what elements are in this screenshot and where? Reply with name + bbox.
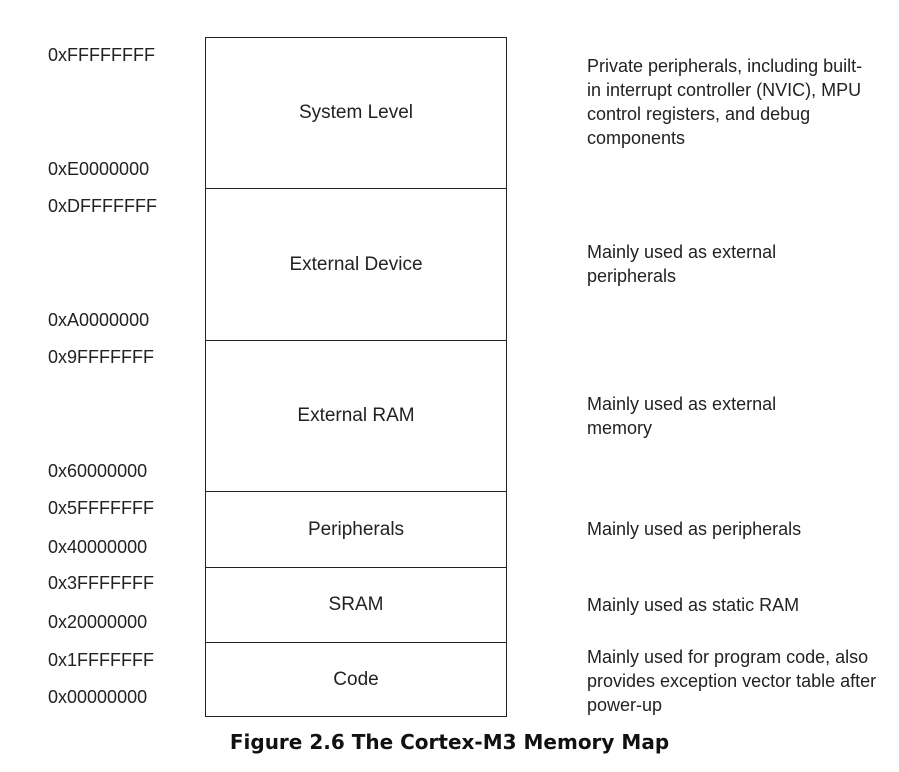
region-label: Code	[333, 668, 379, 690]
region-peripherals: Peripherals	[206, 492, 506, 568]
region-description: Mainly used as static RAM	[587, 595, 800, 615]
address-label: 0x1FFFFFFF	[48, 650, 154, 670]
region-label: System Level	[298, 102, 414, 123]
figure-caption: Figure 2.6 The Cortex-M3 Memory Map	[229, 730, 670, 754]
region-code: Code	[206, 643, 506, 716]
address-label: 0xDFFFFFFF	[48, 196, 157, 216]
region-label: Peripherals	[307, 518, 405, 540]
region-external-device: External Device	[206, 189, 506, 341]
region-label: SRAM	[328, 594, 384, 615]
address-label: 0x60000000	[48, 461, 148, 481]
address-label: 0x20000000	[48, 612, 148, 632]
address-label: 0xE0000000	[48, 159, 150, 179]
address-label: 0xA0000000	[48, 310, 150, 330]
region-description: Mainly used for program code, also provi…	[587, 647, 877, 715]
address-label: 0x00000000	[48, 687, 148, 707]
address-label: 0x3FFFFFFF	[48, 573, 154, 593]
region-description: Private peripherals, including built-in …	[587, 56, 863, 148]
region-external-ram: External RAM	[206, 341, 506, 492]
region-label: External RAM	[297, 405, 415, 426]
memory-map: System Level External Device External RA…	[205, 37, 507, 717]
address-label: 0x9FFFFFFF	[48, 347, 154, 367]
region-label: External Device	[289, 253, 423, 275]
region-description: Mainly used as peripherals	[587, 519, 802, 539]
region-description: Mainly used as external memory	[587, 394, 777, 438]
address-label: 0x40000000	[48, 537, 148, 557]
address-label: 0xFFFFFFFF	[48, 45, 155, 65]
region-description: Mainly used as external peripherals	[587, 242, 777, 286]
region-system-level: System Level	[206, 38, 506, 189]
address-label: 0x5FFFFFFF	[48, 498, 154, 518]
region-sram: SRAM	[206, 568, 506, 643]
